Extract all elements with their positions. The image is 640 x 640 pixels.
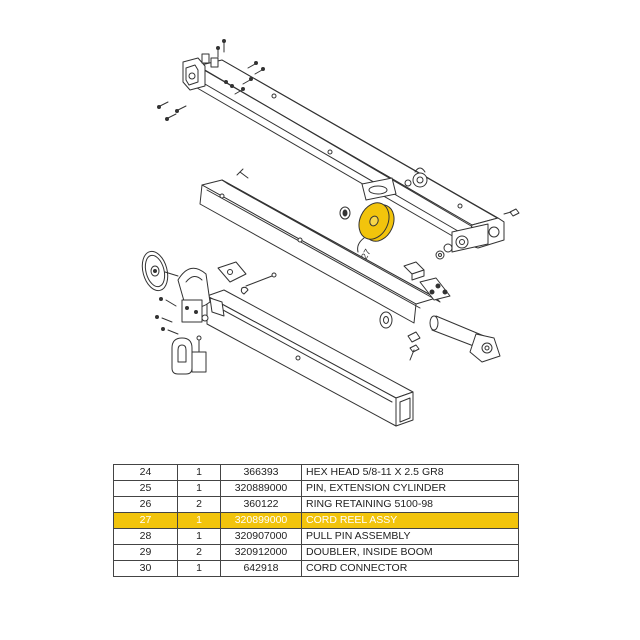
item-description: HEX HEAD 5/8-11 X 2.5 GR8 <box>301 464 519 481</box>
item-part-number: 366393 <box>220 464 302 481</box>
table-row: 29 2 320912000 DOUBLER, INSIDE BOOM <box>113 544 519 561</box>
item-number: 27 <box>113 512 178 529</box>
table-row: 30 1 642918 CORD CONNECTOR <box>113 560 519 577</box>
item-quantity: 1 <box>177 464 221 481</box>
table-row-highlighted: 27 1 320899000 CORD REEL ASSY <box>113 512 519 529</box>
cord-reel-assembly <box>339 202 395 253</box>
item-description: CORD CONNECTOR <box>301 560 519 577</box>
item-part-number: 320889000 <box>220 480 302 497</box>
lower-boom-tube <box>201 289 414 427</box>
item-number: 28 <box>113 528 178 545</box>
item-number: 30 <box>113 560 178 577</box>
item-quantity: 1 <box>177 528 221 545</box>
item-description: DOUBLER, INSIDE BOOM <box>301 544 519 561</box>
hardware-bolts <box>157 39 265 121</box>
pull-pin-assembly <box>171 335 207 375</box>
item-quantity: 1 <box>177 560 221 577</box>
item-description: PIN, EXTENSION CYLINDER <box>301 480 519 497</box>
item-description: CORD REEL ASSY <box>301 512 519 529</box>
item-part-number: 360122 <box>220 496 302 513</box>
item-part-number: 320899000 <box>220 512 302 529</box>
item-part-number: 320907000 <box>220 528 302 545</box>
item-description: PULL PIN ASSEMBLY <box>301 528 519 545</box>
item-description: RING RETAINING 5100-98 <box>301 496 519 513</box>
exploded-parts-diagram: 27 <box>141 39 520 427</box>
item-quantity: 2 <box>177 496 221 513</box>
item-number: 25 <box>113 480 178 497</box>
table-row: 24 1 366393 HEX HEAD 5/8-11 X 2.5 GR8 <box>113 464 519 481</box>
item-quantity: 2 <box>177 544 221 561</box>
item-number: 26 <box>113 496 178 513</box>
outer-boom <box>182 53 520 253</box>
table-row: 25 1 320889000 PIN, EXTENSION CYLINDER <box>113 480 519 497</box>
item-part-number: 642918 <box>220 560 302 577</box>
parts-list-table: 24 1 366393 HEX HEAD 5/8-11 X 2.5 GR8 25… <box>113 464 519 577</box>
inner-boom <box>199 168 451 324</box>
item-quantity: 1 <box>177 512 221 529</box>
item-number: 24 <box>113 464 178 481</box>
item-number: 29 <box>113 544 178 561</box>
item-part-number: 320912000 <box>220 544 302 561</box>
table-row: 26 2 360122 RING RETAINING 5100-98 <box>113 496 519 513</box>
table-row: 28 1 320907000 PULL PIN ASSEMBLY <box>113 528 519 545</box>
extension-cylinder <box>379 250 501 363</box>
item-quantity: 1 <box>177 480 221 497</box>
pulley-and-bracket <box>141 250 277 335</box>
